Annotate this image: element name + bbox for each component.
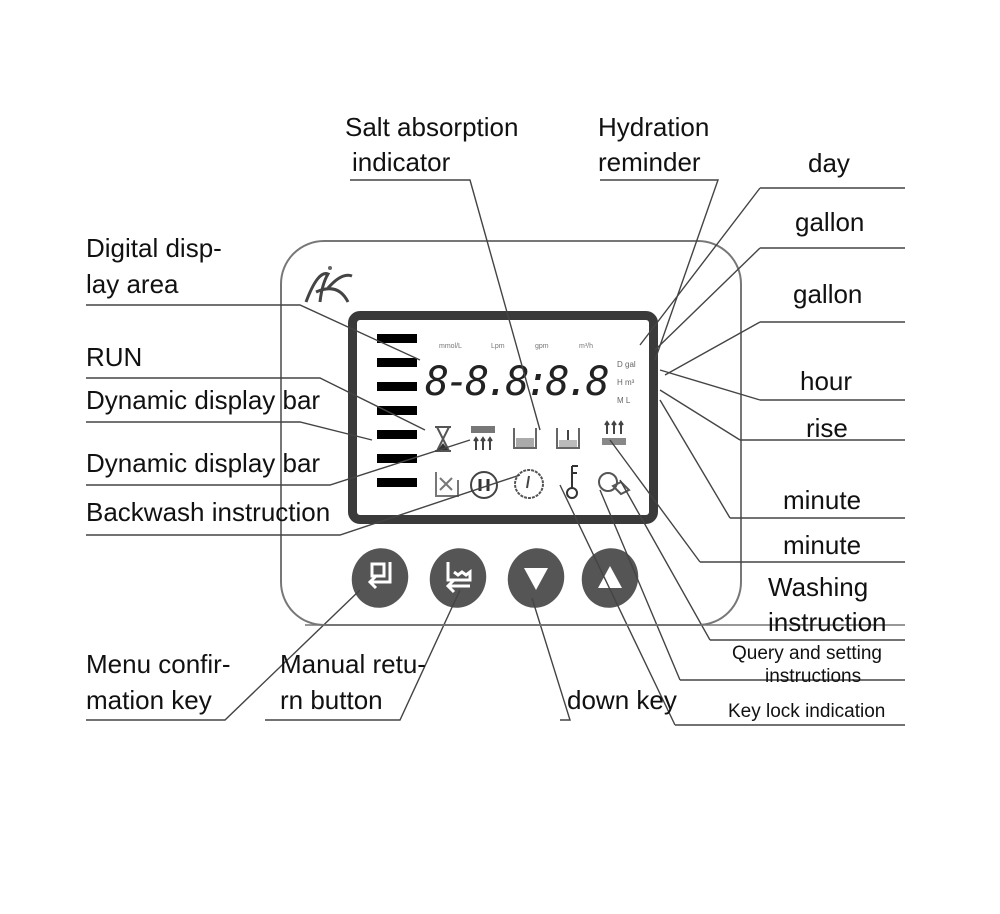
unit-label: mmol/L bbox=[439, 343, 462, 350]
washing-icon bbox=[602, 420, 626, 445]
leader-line bbox=[531, 597, 571, 721]
salt-absorption-icon bbox=[513, 428, 537, 449]
label-hydration: Hydration bbox=[598, 112, 710, 142]
label-washing: instruction bbox=[768, 607, 887, 637]
label-backwash: Backwash instruction bbox=[86, 497, 331, 527]
leader-line bbox=[600, 179, 719, 361]
leader-line bbox=[599, 489, 905, 681]
label-hour: hour bbox=[800, 366, 853, 396]
label-salt-absorption: Salt absorption bbox=[345, 112, 519, 142]
clock-icon bbox=[514, 469, 544, 499]
label-gallon: gallon bbox=[793, 279, 863, 309]
side-unit: M L bbox=[617, 396, 631, 405]
label-day: day bbox=[808, 148, 850, 178]
leader-line bbox=[659, 369, 905, 401]
leader-line bbox=[86, 589, 361, 721]
label-digital-display: lay area bbox=[86, 269, 179, 299]
down-arrow-icon bbox=[524, 568, 548, 590]
up-arrow-icon bbox=[598, 566, 622, 588]
query-setting-icon bbox=[598, 472, 631, 496]
label-salt-absorption: indicator bbox=[352, 147, 451, 177]
dynamic-bar-segment bbox=[377, 478, 417, 487]
leader-line bbox=[86, 304, 421, 361]
leader-line bbox=[659, 399, 905, 519]
label-minute: minute bbox=[783, 530, 862, 560]
leader-line bbox=[350, 179, 541, 431]
label-query-setting: Query and setting bbox=[732, 643, 882, 664]
label-run: RUN bbox=[86, 342, 143, 372]
label-menu-confirmation: Menu confir- bbox=[86, 649, 231, 679]
dynamic-bar-segment bbox=[377, 454, 417, 463]
up-key[interactable] bbox=[573, 540, 647, 616]
down-key[interactable] bbox=[499, 540, 573, 616]
dynamic-bar-segment bbox=[377, 430, 417, 439]
leader-line bbox=[86, 439, 471, 486]
leader-line bbox=[86, 474, 521, 536]
unit-label: Lpm bbox=[491, 343, 505, 350]
manual-return-button[interactable] bbox=[421, 540, 495, 616]
label-manual-return: Manual retu- bbox=[280, 649, 426, 679]
dynamic-bar-segment bbox=[377, 358, 417, 367]
leader-line bbox=[559, 484, 905, 726]
leader-line bbox=[654, 247, 905, 351]
leader-line bbox=[664, 321, 905, 376]
label-rise: rise bbox=[806, 413, 848, 443]
label-manual-return: rn button bbox=[280, 685, 383, 715]
hydration-reminder-icon bbox=[556, 428, 580, 449]
label-gallon: gallon bbox=[795, 207, 865, 237]
return-icon bbox=[445, 562, 472, 594]
leader-line bbox=[86, 377, 426, 431]
dynamic-bar-segment bbox=[377, 382, 417, 391]
leader-line bbox=[265, 589, 461, 721]
unit-label: gpm bbox=[535, 343, 549, 350]
label-key-lock: Key lock indication bbox=[728, 701, 886, 722]
leader-line bbox=[609, 439, 905, 563]
label-query-setting: instructions bbox=[765, 666, 862, 687]
label-dynamic-bar: Dynamic display bar bbox=[86, 448, 321, 478]
label-menu-confirmation: mation key bbox=[86, 685, 212, 715]
label-hydration: reminder bbox=[598, 147, 701, 177]
side-unit: D gal bbox=[617, 360, 636, 369]
label-washing: Washing bbox=[768, 572, 869, 602]
digital-readout: 8-8.8:8.8 bbox=[425, 359, 610, 405]
label-down-key: down key bbox=[567, 685, 677, 715]
menu-confirmation-key[interactable] bbox=[343, 540, 417, 616]
dynamic-bar-segment bbox=[377, 406, 417, 415]
unit-label: m³/h bbox=[579, 343, 593, 350]
leader-line bbox=[86, 421, 373, 441]
filter-icon bbox=[435, 472, 459, 497]
label-minute: minute bbox=[783, 485, 862, 515]
brand-logo bbox=[304, 266, 353, 303]
enter-icon bbox=[367, 562, 392, 590]
backwash-icon bbox=[471, 426, 495, 450]
leader-line bbox=[619, 479, 905, 641]
side-unit: H m³ bbox=[617, 378, 635, 387]
leader-line bbox=[639, 187, 905, 346]
dynamic-bar-segment bbox=[377, 334, 417, 343]
key-lock-icon bbox=[566, 465, 578, 499]
label-digital-display: Digital disp- bbox=[86, 233, 222, 263]
leader-line bbox=[659, 389, 905, 441]
label-dynamic-bar: Dynamic display bar bbox=[86, 385, 321, 415]
